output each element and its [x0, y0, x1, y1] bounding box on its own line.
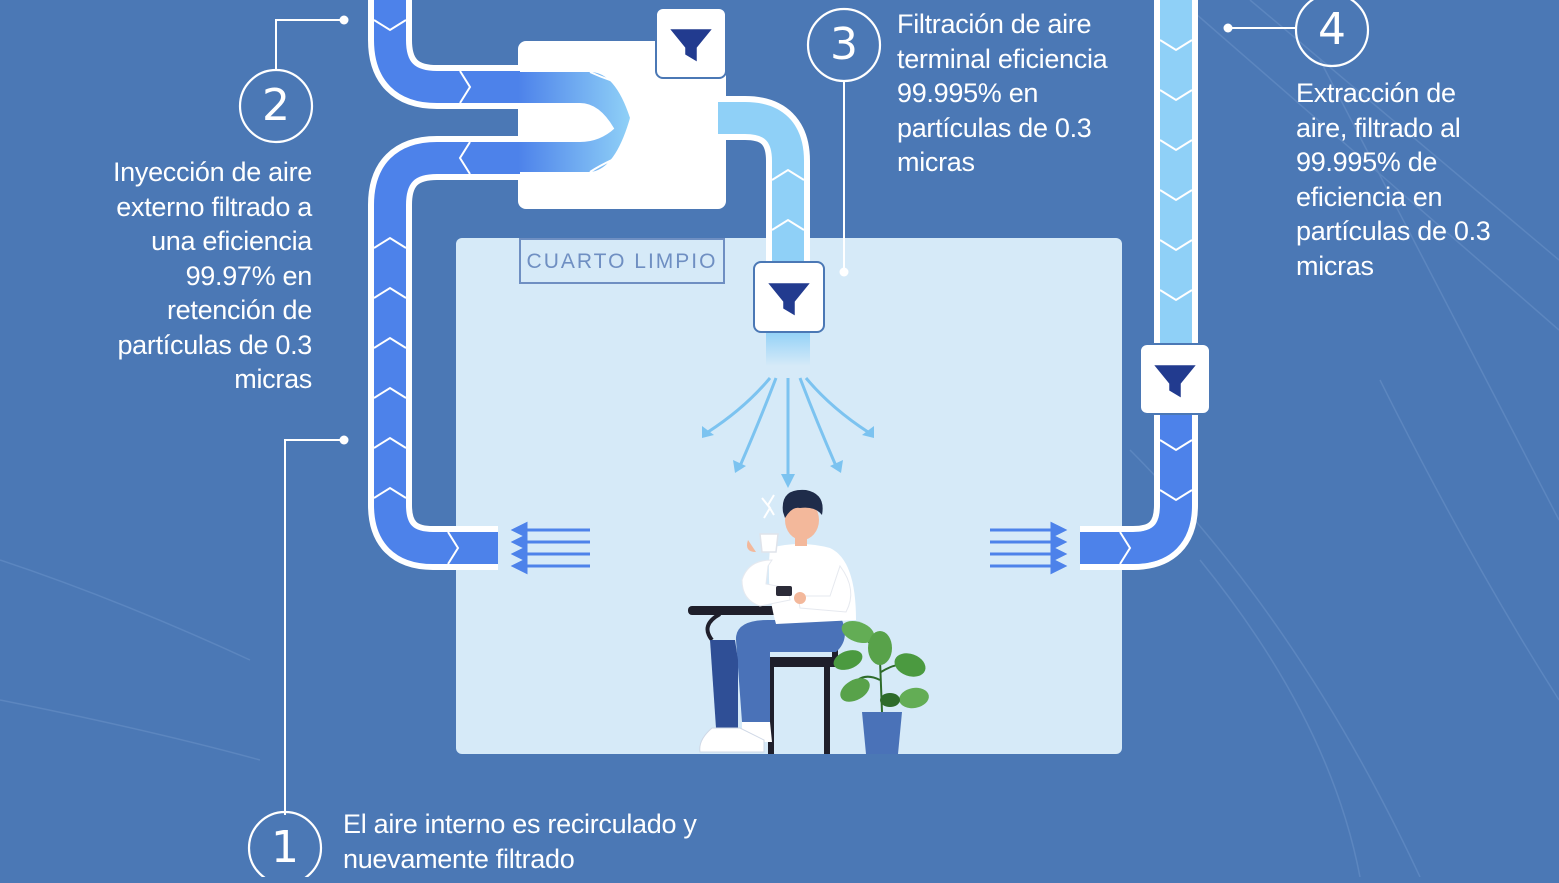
description-line: 99.995% de — [1296, 147, 1438, 177]
description-line: partículas de 0.3 — [1296, 216, 1491, 246]
step-3-description: Filtración de aire terminal eficiencia 9… — [897, 7, 1157, 180]
airflow-arrow-icon — [990, 521, 1068, 575]
description-line: El aire interno es recirculado y — [343, 809, 697, 839]
callout-connectors — [275, 19, 1296, 815]
description-line: retención de — [166, 295, 312, 325]
filter-funnel-icon — [753, 261, 825, 333]
plant-icon — [833, 620, 929, 754]
filter-funnel-icon — [655, 7, 727, 79]
description-line: nuevamente filtrado — [343, 843, 575, 874]
step-1-description: El aire interno es recirculado y nuevame… — [343, 807, 763, 876]
description-line: terminal eficiencia — [897, 43, 1108, 74]
left-duct — [368, 0, 520, 570]
description-line: micras — [897, 147, 975, 177]
description-line: micras — [234, 364, 312, 394]
description-line: Inyección de aire — [112, 157, 312, 187]
airflow-arrow-icon — [510, 521, 590, 575]
step-4-description: Extracción de aire, filtrado al 99.995% … — [1296, 76, 1556, 283]
supply-duct — [718, 96, 810, 366]
description-line: 99.995% en — [897, 78, 1039, 108]
description-line: Filtración de aire — [897, 9, 1092, 39]
filter-funnel-icon — [1139, 343, 1211, 415]
description-line: partículas de 0.3 — [117, 329, 312, 360]
description-line: partículas de 0.3 — [897, 112, 1092, 143]
description-line: eficiencia en — [1296, 181, 1443, 212]
description-line: una eficiencia — [151, 226, 312, 256]
step-circles — [238, 0, 1370, 877]
description-line: 99.97% en — [185, 260, 313, 291]
person-icon — [688, 489, 856, 754]
step-number-4: 4 — [1318, 4, 1346, 55]
step-2-description: Inyección de aire externo filtrado a una… — [52, 155, 312, 397]
description-line: externo filtrado a — [116, 191, 312, 222]
step-number-3: 3 — [830, 19, 858, 70]
exhaust-duct — [1080, 0, 1198, 570]
step-number-2: 2 — [262, 80, 290, 131]
room-title: CUARTO LIMPIO — [519, 238, 725, 284]
description-line: Extracción de — [1296, 78, 1456, 108]
airflow-arrow-icon — [707, 377, 869, 478]
description-line: aire, filtrado al — [1296, 112, 1461, 143]
step-number-1: 1 — [271, 822, 299, 873]
description-line: micras — [1296, 250, 1374, 281]
